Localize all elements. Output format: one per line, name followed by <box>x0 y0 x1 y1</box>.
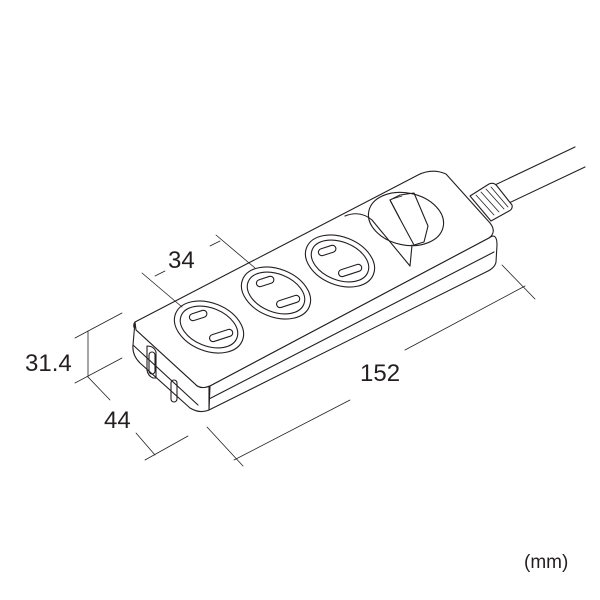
dimension-label-length: 152 <box>360 360 400 387</box>
end-slots <box>146 345 178 403</box>
rocker-switch <box>367 191 445 247</box>
dimension-label-width: 44 <box>104 407 131 434</box>
strip-body <box>132 170 498 413</box>
cord-strain-relief <box>469 182 513 222</box>
dimension-length: 152 <box>206 264 536 467</box>
outlet-1 <box>173 300 245 354</box>
dimension-outlet-pitch: 34 <box>141 234 256 308</box>
dimension-height: 31.4 <box>25 312 123 384</box>
dimension-width: 44 <box>87 376 189 461</box>
outlet-3 <box>304 234 376 288</box>
outlet-2 <box>240 266 312 320</box>
unit-label: (mm) <box>524 552 568 573</box>
dimension-label-height: 31.4 <box>25 350 72 377</box>
dimension-label-pitch: 34 <box>168 247 195 274</box>
